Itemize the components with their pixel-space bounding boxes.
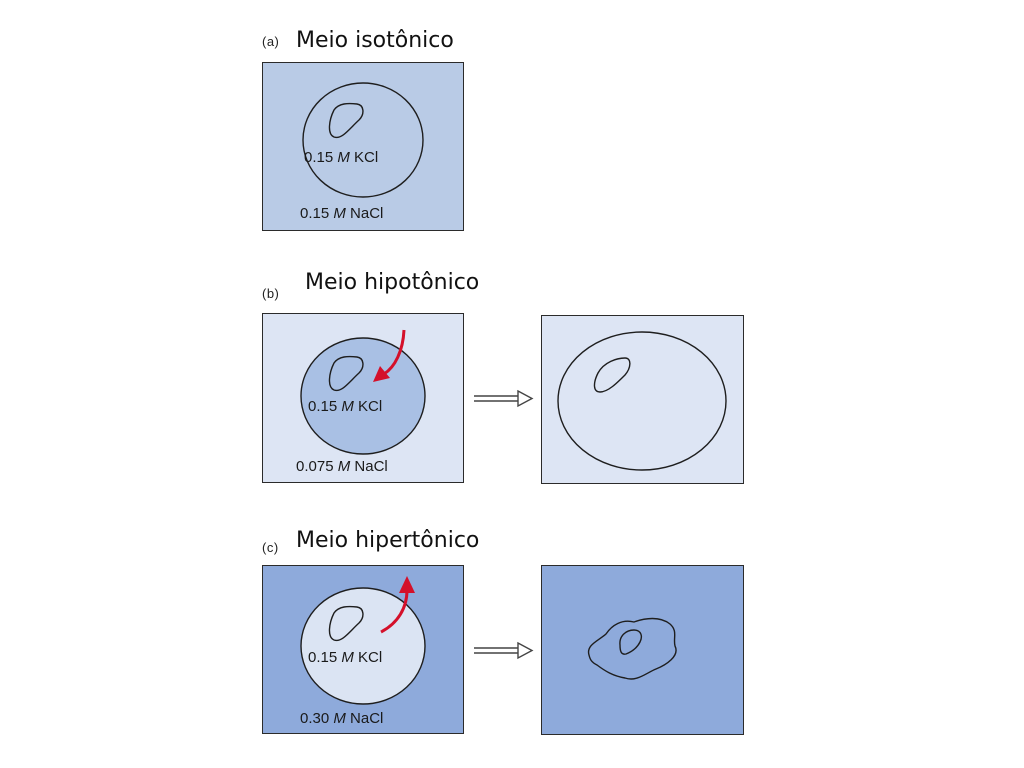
water-efflux-arrowhead [399, 576, 415, 593]
hypertonic-outside-label: 0.30 M NaCl [300, 710, 383, 727]
panel-c-letter: (c) [262, 540, 279, 555]
hypotonic-after-box [541, 315, 744, 484]
panel-c-title: Meio hipertônico [296, 528, 480, 553]
hypertonic-nucleus [328, 605, 364, 642]
shrunken-cell-diagram [587, 617, 677, 680]
water-efflux-arrow [380, 589, 409, 634]
hypertonic-inside-label: 0.15 M KCl [308, 649, 382, 666]
isotonic-nucleus [328, 102, 364, 139]
hypotonic-transition-arrow [474, 389, 534, 408]
isotonic-cell-diagram: 0.15 M KCl 0.15 M NaCl [300, 82, 424, 222]
isotonic-outside-label: 0.15 M NaCl [300, 205, 383, 222]
water-influx-arrow [383, 329, 406, 376]
isotonic-cell-membrane [302, 82, 424, 198]
hypertonic-before-box: 0.15 M KCl 0.30 M NaCl [262, 565, 464, 734]
hypotonic-before-box: 0.15 M KCl 0.075 M NaCl [262, 313, 464, 483]
panel-b-letter: (b) [262, 286, 280, 301]
hypertonic-after-box [541, 565, 744, 735]
shrunken-cell-nucleus [619, 629, 643, 655]
isotonic-inside-label: 0.15 M KCl [304, 149, 378, 166]
swollen-cell-nucleus [593, 357, 631, 393]
hypertonic-cell-membrane [300, 587, 426, 705]
panel-a-title: Meio isotônico [296, 28, 454, 53]
shrunken-cell-membrane [587, 617, 677, 680]
panel-a-letter: (a) [262, 34, 280, 49]
swollen-cell-diagram [557, 331, 727, 471]
hypotonic-cell-membrane [300, 337, 426, 455]
hypotonic-nucleus [328, 355, 364, 392]
hypotonic-inside-label: 0.15 M KCl [308, 398, 382, 415]
hypotonic-before-diagram: 0.15 M KCl 0.075 M NaCl [296, 329, 426, 475]
isotonic-medium-box: 0.15 M KCl 0.15 M NaCl [262, 62, 464, 231]
swollen-cell-membrane [557, 331, 727, 471]
hypertonic-before-diagram: 0.15 M KCl 0.30 M NaCl [300, 576, 426, 727]
hypotonic-outside-label: 0.075 M NaCl [296, 458, 388, 475]
panel-b-title: Meio hipotônico [305, 270, 480, 295]
hypertonic-transition-arrow [474, 641, 534, 660]
water-influx-arrowhead [373, 366, 390, 382]
